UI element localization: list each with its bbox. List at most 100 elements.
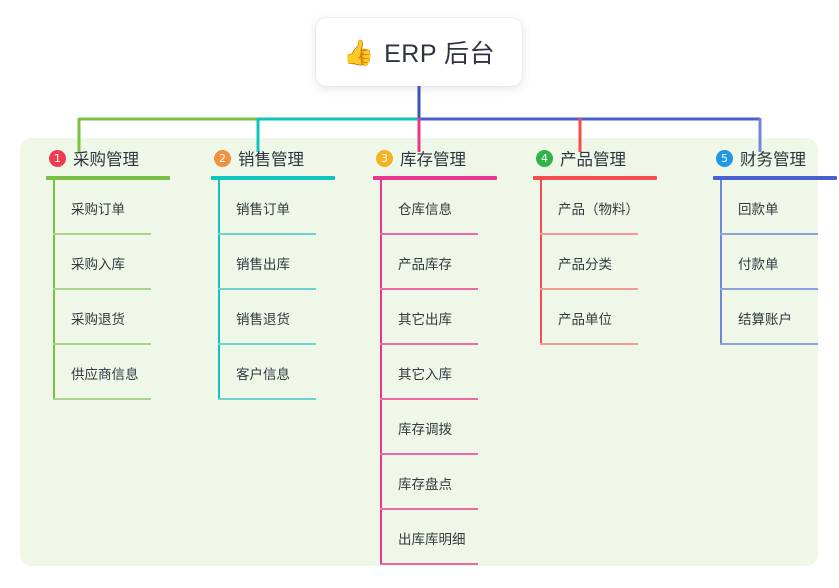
branch-item-label: 采购退货 <box>71 312 125 327</box>
branch-item[interactable]: 产品分类 <box>540 235 680 290</box>
branch-item-underline <box>380 563 478 565</box>
branch-item-underline <box>53 233 151 235</box>
branch-badge-1: 1 <box>49 149 66 167</box>
branch-item-label: 出库库明细 <box>398 532 466 547</box>
branch-column-5: 5 财务管理回款单付款单结算账户 <box>700 146 839 345</box>
branch-item-label: 产品单位 <box>558 312 612 327</box>
branch-item[interactable]: 采购退货 <box>53 290 193 345</box>
branch-item[interactable]: 销售订单 <box>218 180 358 235</box>
branch-title-1: 采购管理 <box>73 151 139 169</box>
root-node[interactable]: 👍 ERP 后台 <box>316 18 522 86</box>
root-node-title: ERP 后台 <box>384 40 496 68</box>
branch-item[interactable]: 供应商信息 <box>53 345 193 400</box>
branch-item[interactable]: 产品（物料） <box>540 180 680 235</box>
branch-title-3: 库存管理 <box>400 151 466 169</box>
branch-item-label: 仓库信息 <box>398 202 452 217</box>
branch-items-1: 采购订单采购入库采购退货供应商信息 <box>53 180 193 400</box>
branch-items-5: 回款单付款单结算账户 <box>720 180 839 345</box>
branch-item-underline <box>218 288 316 290</box>
connector-lines <box>77 86 762 152</box>
branch-item-label: 采购订单 <box>71 202 125 217</box>
branch-item-underline <box>53 343 151 345</box>
branch-underline-4 <box>533 176 657 180</box>
branch-item-label: 产品（物料） <box>558 202 639 217</box>
branch-badge-3: 3 <box>376 149 393 167</box>
branch-item-underline <box>218 233 316 235</box>
branch-column-4: 4 产品管理产品（物料） 产品分类产品单位 <box>520 146 680 345</box>
branch-items-3: 仓库信息产品库存其它出库其它入库库存调拨库存盘点出库库明细 <box>380 180 520 565</box>
branch-badge-5: 5 <box>716 149 733 167</box>
branch-item-label: 其它出库 <box>398 312 452 327</box>
branch-item-underline <box>380 343 478 345</box>
branch-item[interactable]: 仓库信息 <box>380 180 520 235</box>
branch-item-label: 产品库存 <box>398 257 452 272</box>
branch-item[interactable]: 其它入库 <box>380 345 520 400</box>
branch-item-underline <box>720 343 818 345</box>
branch-underline-3 <box>373 176 497 180</box>
branch-item-underline <box>720 288 818 290</box>
branch-item-label: 销售出库 <box>236 257 290 272</box>
branch-item-label: 库存盘点 <box>398 477 452 492</box>
branch-header-1[interactable]: 1 采购管理 <box>33 146 193 170</box>
branch-item[interactable]: 付款单 <box>720 235 839 290</box>
branch-header-4[interactable]: 4 产品管理 <box>520 146 680 170</box>
branch-header-5[interactable]: 5 财务管理 <box>700 146 839 170</box>
branch-item[interactable]: 库存盘点 <box>380 455 520 510</box>
branch-trunk-5 <box>720 180 722 345</box>
branch-badge-2: 2 <box>214 149 231 167</box>
branch-item[interactable]: 销售出库 <box>218 235 358 290</box>
branch-title-4: 产品管理 <box>560 151 626 169</box>
branch-item-label: 付款单 <box>738 257 779 272</box>
branch-trunk-3 <box>380 180 382 565</box>
branch-item-label: 客户信息 <box>236 367 290 382</box>
branch-item-underline <box>380 453 478 455</box>
branch-trunk-1 <box>53 180 55 400</box>
branch-item-label: 产品分类 <box>558 257 612 272</box>
branch-header-3[interactable]: 3 库存管理 <box>360 146 520 170</box>
branch-trunk-4 <box>540 180 542 345</box>
branch-item-label: 销售退货 <box>236 312 290 327</box>
branch-item-underline <box>218 343 316 345</box>
branch-item-label: 回款单 <box>738 202 779 217</box>
branch-item[interactable]: 产品库存 <box>380 235 520 290</box>
branch-column-1: 1 采购管理采购订单采购入库采购退货供应商信息 <box>33 146 193 400</box>
branch-title-5: 财务管理 <box>740 151 806 169</box>
branch-item-underline <box>540 233 638 235</box>
branch-items-2: 销售订单销售出库销售退货客户信息 <box>218 180 358 400</box>
branch-item[interactable]: 采购订单 <box>53 180 193 235</box>
thumbs-up-icon: 👍 <box>342 37 375 67</box>
branch-item[interactable]: 出库库明细 <box>380 510 520 565</box>
branch-item-label: 采购入库 <box>71 257 125 272</box>
branch-column-3: 3 库存管理仓库信息产品库存其它出库其它入库库存调拨库存盘点出库库明细 <box>360 146 520 565</box>
branch-item-label: 其它入库 <box>398 367 452 382</box>
branch-item[interactable]: 销售退货 <box>218 290 358 345</box>
branch-item-label: 库存调拨 <box>398 422 452 437</box>
branch-underline-1 <box>46 176 170 180</box>
branches-panel <box>20 138 818 566</box>
branch-item[interactable]: 回款单 <box>720 180 839 235</box>
branch-item-underline <box>380 398 478 400</box>
branch-item-label: 供应商信息 <box>71 367 139 382</box>
branch-title-2: 销售管理 <box>238 151 304 169</box>
branch-item-underline <box>53 398 151 400</box>
branch-badge-4: 4 <box>536 149 553 167</box>
branch-header-2[interactable]: 2 销售管理 <box>198 146 358 170</box>
branch-item[interactable]: 采购入库 <box>53 235 193 290</box>
branch-item-underline <box>380 233 478 235</box>
branch-item-underline <box>53 288 151 290</box>
branch-items-4: 产品（物料） 产品分类产品单位 <box>540 180 680 345</box>
branch-item-underline <box>720 233 818 235</box>
branch-item[interactable]: 结算账户 <box>720 290 839 345</box>
branch-trunk-2 <box>218 180 220 400</box>
branch-item[interactable]: 产品单位 <box>540 290 680 345</box>
branch-item-label: 结算账户 <box>738 312 792 327</box>
branch-underline-2 <box>211 176 335 180</box>
branch-item[interactable]: 库存调拨 <box>380 400 520 455</box>
branch-column-2: 2 销售管理销售订单销售出库销售退货客户信息 <box>198 146 358 400</box>
branch-item[interactable]: 其它出库 <box>380 290 520 345</box>
branch-underline-5 <box>713 176 837 180</box>
branch-item-label: 销售订单 <box>236 202 290 217</box>
branch-item-underline <box>540 343 638 345</box>
branch-item[interactable]: 客户信息 <box>218 345 358 400</box>
